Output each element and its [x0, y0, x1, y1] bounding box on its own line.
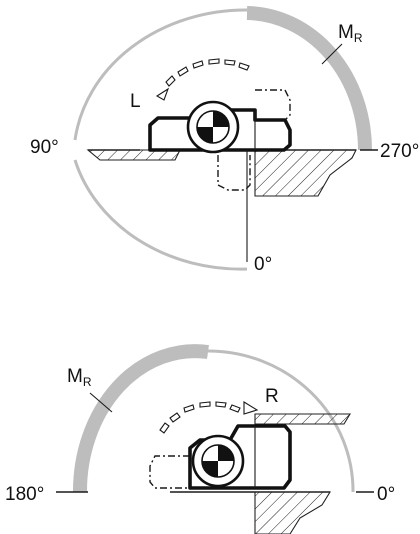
top-pivot-quadrant-1 [213, 111, 229, 127]
top-rotation-arrow [155, 58, 250, 101]
top-angle-bottom: 0° [254, 254, 272, 275]
bottom-pivot-quadrant-1 [218, 445, 234, 461]
bottom-pivot-quadrant-2 [202, 461, 218, 477]
top-thin-arc-top [73, 8, 248, 141]
top-moment-arc [246, 6, 372, 151]
top-figure: L MR 90° 270° 0° [30, 6, 419, 275]
top-phantom-right [255, 89, 291, 121]
top-thin-arc-bottom [73, 159, 248, 271]
top-angle-right: 270° [380, 141, 419, 162]
bottom-phantom-left [149, 455, 190, 489]
top-ground-right [254, 149, 357, 197]
bottom-ground-top [254, 413, 351, 425]
bottom-rotation-arrow [159, 401, 259, 434]
bottom-rotation-label: R [265, 386, 279, 407]
top-angle-left: 90° [30, 137, 59, 158]
top-phantom-bottom [217, 155, 251, 191]
bottom-ground-lower [254, 491, 331, 534]
top-moment-leader [321, 43, 343, 65]
top-pivot-quadrant-2 [197, 127, 213, 143]
bottom-moment-leader [89, 392, 113, 413]
bottom-moment-label: MR [67, 366, 92, 389]
top-moment-label: MR [338, 22, 363, 45]
bottom-angle-right: 0° [377, 484, 395, 505]
bottom-moment-arc [72, 344, 209, 493]
top-rotation-label: L [130, 91, 141, 112]
bottom-angle-left: 180° [5, 484, 44, 505]
bottom-figure: R MR 180° 0° [5, 344, 395, 534]
bottom-thin-arc [207, 349, 355, 493]
